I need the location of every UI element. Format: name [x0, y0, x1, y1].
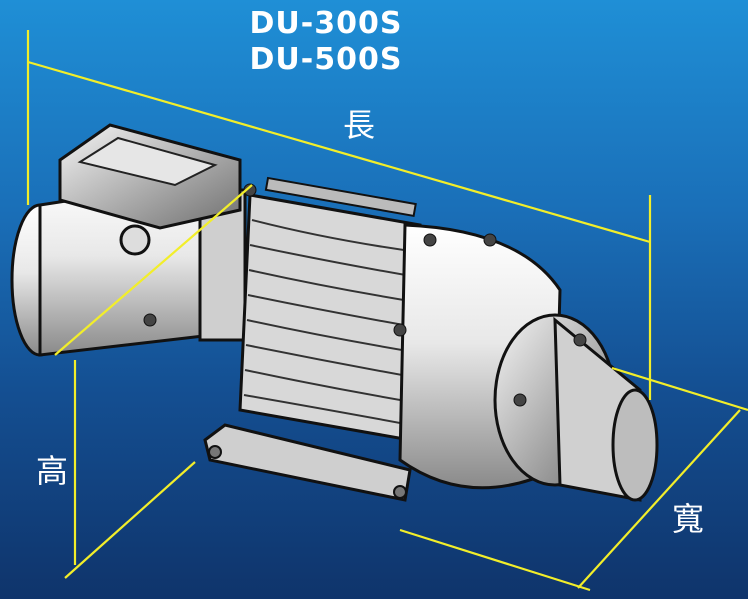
length-line	[27, 60, 651, 244]
mounting-base	[203, 423, 412, 502]
width-extension-top	[611, 366, 748, 412]
width-label: 寬	[672, 500, 705, 538]
model-title-line-1: DU-300S	[249, 6, 403, 41]
width-extension-bottom	[399, 528, 591, 592]
rope-drum	[238, 176, 422, 442]
bolt-heads	[143, 183, 587, 407]
gear-housing	[398, 223, 659, 502]
height-extension-top	[54, 184, 253, 356]
height-extension-bottom	[64, 461, 196, 579]
model-title-line-2: DU-500S	[249, 42, 403, 77]
terminal-box	[58, 123, 242, 256]
width-line	[577, 409, 741, 589]
length-label: 長	[343, 106, 376, 144]
height-label: 高	[36, 452, 69, 490]
